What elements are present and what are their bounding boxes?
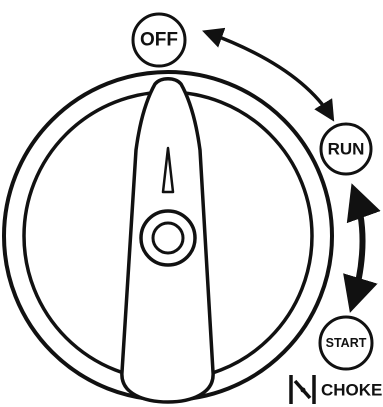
- choke-lever-icon: [291, 375, 314, 404]
- choke-label: CHOKE: [321, 381, 382, 400]
- choke-indicator: CHOKE: [291, 375, 382, 404]
- position-run-label: RUN: [328, 140, 365, 159]
- position-start-label: START: [326, 336, 367, 350]
- run-start-double-arrow: [352, 190, 363, 306]
- position-start: START: [320, 317, 372, 369]
- position-off-label: OFF: [140, 30, 178, 51]
- position-run: RUN: [321, 124, 371, 174]
- knob-handle[interactable]: [122, 79, 213, 402]
- position-off: OFF: [133, 14, 185, 66]
